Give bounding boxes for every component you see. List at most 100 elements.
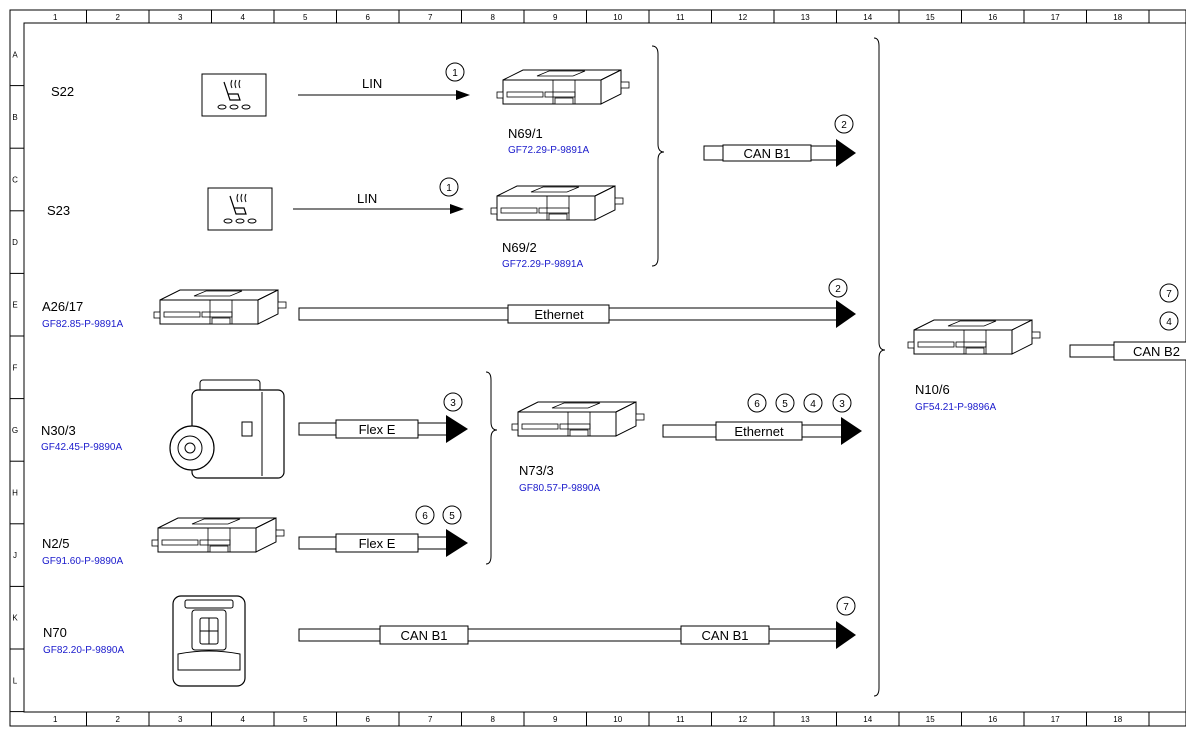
ecu-n10-6-icon	[907, 319, 1041, 355]
bus-label-box	[507, 304, 610, 324]
grid-row-label: L	[13, 676, 18, 685]
label-n69-1: N69/1	[508, 126, 543, 141]
grid-column-label: 8	[491, 715, 496, 724]
bus-label-lin-s22: LIN	[362, 76, 382, 91]
grid-row-label: A	[12, 50, 18, 59]
grid-column-label: 15	[926, 715, 935, 724]
label-s23: S23	[47, 203, 70, 218]
flex-e-n2-arrow	[446, 529, 468, 557]
callout-number: 7	[1166, 289, 1172, 300]
grid-column-label: 3	[178, 13, 183, 22]
ref-n2-5[interactable]: GF91.60-P-9890A	[42, 556, 123, 567]
callout-number: 4	[810, 399, 816, 410]
ethernet-a26-arrow	[836, 300, 856, 328]
bus-label-can-b1-n69: CAN B1	[744, 146, 791, 161]
callout-number: 2	[841, 120, 847, 131]
ref-n30-3[interactable]: GF42.45-P-9890A	[41, 442, 122, 453]
lin-arrow-s22	[456, 90, 470, 100]
callout-number: 5	[449, 511, 455, 522]
bus-label-can-b2: CAN B2	[1133, 344, 1180, 359]
grid-column-label: 13	[801, 13, 810, 22]
grid-column-label: 18	[1113, 715, 1122, 724]
grid-row-label: K	[12, 614, 18, 623]
bus-label-box	[722, 144, 812, 162]
ref-n69-1[interactable]: GF72.29-P-9891A	[508, 145, 589, 156]
grid-labels: 1122334455667788991010111112121313141415…	[10, 10, 1150, 726]
ref-n73-3[interactable]: GF80.57-P-9890A	[519, 483, 600, 494]
callout-number: 1	[452, 68, 458, 79]
bus-label-box	[1113, 341, 1186, 361]
ecu-n69-1-icon	[496, 69, 630, 105]
callout-circle	[834, 114, 854, 134]
label-n10-6: N10/6	[915, 382, 950, 397]
callout-circle	[439, 177, 459, 197]
callout-circle	[445, 62, 465, 82]
ref-n69-2[interactable]: GF72.29-P-9891A	[502, 259, 583, 270]
ecu-a26-17-icon	[153, 289, 287, 325]
ethernet-n73-arrow	[841, 417, 862, 445]
callout-circle	[1159, 311, 1179, 331]
callout-circle	[828, 278, 848, 298]
seat-switch-s22-icon	[201, 73, 267, 117]
bracket-n69-group	[651, 45, 665, 267]
bus-label-flex-e-n2: Flex E	[359, 536, 396, 551]
grid-column-label: 1	[53, 13, 58, 22]
grid-row-label: D	[12, 238, 18, 247]
grid-column-label: 13	[801, 715, 810, 724]
bus-label-box	[335, 533, 419, 553]
ref-n10-6[interactable]: GF54.21-P-9896A	[915, 402, 996, 413]
grid-column-label: 1	[53, 715, 58, 724]
grid-column-label: 7	[428, 715, 433, 724]
grid-row-label: B	[12, 113, 17, 122]
grid-row-label: J	[13, 551, 17, 560]
grid-column-label: 9	[553, 13, 558, 22]
esp-control-unit-icon	[169, 379, 285, 479]
bus-label-flex-e-n30: Flex E	[359, 422, 396, 437]
ecu-n69-2-icon	[490, 185, 624, 221]
label-a26-17: A26/17	[42, 299, 83, 314]
bus-label-box	[715, 421, 803, 441]
label-n30-3: N30/3	[41, 423, 76, 438]
label-n70: N70	[43, 625, 67, 640]
ref-n70[interactable]: GF82.20-P-9890A	[43, 645, 124, 656]
grid-row-label: G	[12, 426, 18, 435]
callout-circle	[1159, 283, 1179, 303]
ecu-n73-3-icon	[511, 401, 645, 437]
ref-a26-17[interactable]: GF82.85-P-9891A	[42, 319, 123, 330]
callout-circle	[775, 393, 795, 413]
flex-e-n30-arrow	[446, 415, 468, 443]
grid-row-label: C	[12, 176, 18, 185]
bus-label-can-b1-n70-b: CAN B1	[702, 628, 749, 643]
grid-column-label: 4	[241, 715, 246, 724]
grid-column-label: 8	[491, 13, 496, 22]
grid-column-label: 12	[738, 715, 747, 724]
bus-label-box	[335, 419, 419, 439]
grid-column-label: 9	[553, 715, 558, 724]
bus-label-lin-s23: LIN	[357, 191, 377, 206]
can-b1-n70-arrow	[836, 621, 856, 649]
grid-row-label: E	[12, 301, 17, 310]
grid-column-label: 5	[303, 13, 308, 22]
callout-circle	[747, 393, 767, 413]
grid-column-label: 15	[926, 13, 935, 22]
bus-label-box	[379, 625, 469, 645]
callout-number: 1	[446, 183, 452, 194]
bus-label-ethernet-n73: Ethernet	[734, 424, 784, 439]
callout-circle	[832, 393, 852, 413]
bracket-n73-inputs	[485, 371, 498, 565]
callout-circle	[442, 505, 462, 525]
frame-outer	[9, 9, 1186, 727]
seat-switch-s23-icon	[207, 187, 273, 231]
grid-column-label: 17	[1051, 13, 1060, 22]
callout-number: 6	[422, 511, 428, 522]
callout-number: 5	[782, 399, 788, 410]
label-n69-2: N69/2	[502, 240, 537, 255]
callout-number: 6	[754, 399, 760, 410]
grid-row-label: H	[12, 489, 18, 498]
grid-column-label: 6	[366, 715, 371, 724]
callout-circle	[443, 392, 463, 412]
bracket-n10-inputs	[873, 37, 886, 697]
grid-column-label: 18	[1113, 13, 1122, 22]
grid-column-label: 4	[241, 13, 246, 22]
